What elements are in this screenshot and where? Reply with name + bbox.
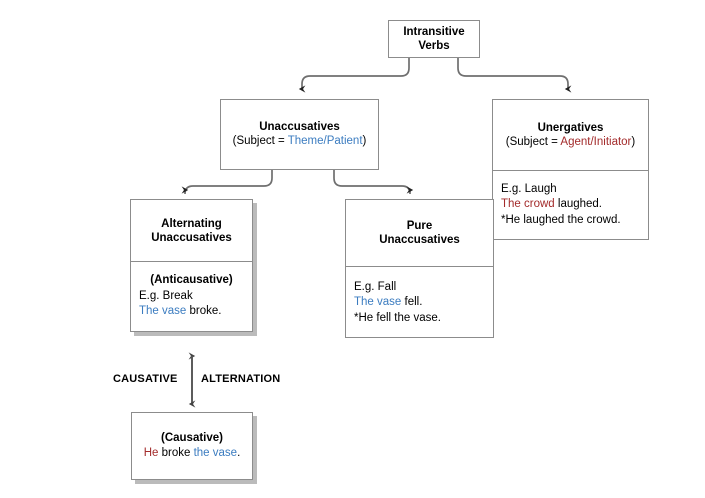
unergatives-title: Unergatives: [537, 121, 604, 134]
unergatives-bad-sentence: *He laughed the crowd.: [501, 213, 621, 226]
unergatives-subject: (Subject = Agent/Initiator): [506, 135, 635, 150]
causative-subject: He: [143, 447, 159, 459]
node-unaccusatives[interactable]: Unaccusatives (Subject = Theme/Patient): [220, 99, 379, 170]
causative-tag: (Causative): [161, 431, 223, 444]
unergatives-good-sentence: The crowd laughed.: [501, 197, 602, 213]
alternating-unaccusatives-example-label: E.g. Break: [139, 289, 193, 302]
node-unergatives[interactable]: Unergatives (Subject = Agent/Initiator) …: [492, 99, 649, 240]
unergatives-good-subject: The crowd: [501, 198, 555, 211]
unaccusatives-subject: (Subject = Theme/Patient): [233, 134, 367, 149]
alternation-label-right: ALTERNATION: [201, 373, 281, 385]
alternating-unaccusatives-line1: Alternating: [161, 217, 222, 230]
node-causative[interactable]: (Causative) He broke the vase.: [131, 412, 253, 480]
pure-unaccusatives-good-subject: The vase: [354, 296, 402, 309]
pure-unaccusatives-line1: Pure: [406, 220, 433, 232]
unergatives-subject-suffix: ): [631, 135, 636, 148]
alternating-unaccusatives-good-sentence: The vase broke.: [139, 304, 221, 320]
unaccusatives-title: Unaccusatives: [259, 121, 340, 133]
link-intransitive-to-unergatives: [457, 57, 572, 93]
node-intransitive-verbs[interactable]: Intransitive Verbs: [388, 20, 480, 58]
link-unaccusatives-to-pure: [333, 170, 414, 195]
pure-unaccusatives-good-rest: fell.: [401, 296, 423, 309]
unergatives-good-rest: laughed.: [554, 198, 603, 211]
unaccusatives-subject-prefix: (Subject =: [232, 135, 288, 147]
unaccusatives-subject-role: Theme/Patient: [287, 135, 363, 147]
alternating-unaccusatives-good-rest: broke.: [186, 305, 222, 318]
link-unaccusatives-to-alternating: [181, 170, 273, 195]
unergatives-subject-prefix: (Subject =: [505, 135, 561, 148]
alternating-unaccusatives-good-subject: The vase: [139, 305, 187, 318]
node-pure-unaccusatives[interactable]: Pure Unaccusatives E.g. Fall The vase fe…: [345, 199, 494, 338]
pure-unaccusatives-example-label: E.g. Fall: [354, 280, 397, 293]
pure-unaccusatives-bad-sentence: *He fell the vase.: [354, 311, 441, 324]
node-alternating-unaccusatives[interactable]: Alternating Unaccusatives (Anticausative…: [130, 199, 253, 332]
causative-object: the vase: [193, 447, 238, 459]
alternating-unaccusatives-tag: (Anticausative): [150, 274, 233, 287]
intransitive-verbs-line2: Verbs: [418, 40, 450, 52]
causative-sentence: He broke the vase.: [144, 446, 241, 462]
causative-period: .: [237, 447, 241, 459]
intransitive-verbs-line1: Intransitive: [403, 26, 465, 38]
causative-verb: broke: [158, 447, 194, 459]
alternation-label-left: CAUSATIVE: [113, 373, 178, 385]
link-intransitive-to-unaccusatives: [298, 57, 410, 93]
alternating-unaccusatives-line2: Unaccusatives: [151, 231, 232, 244]
unergatives-subject-role: Agent/Initiator: [560, 135, 632, 148]
unergatives-example-label: E.g. Laugh: [501, 182, 557, 195]
pure-unaccusatives-good-sentence: The vase fell.: [354, 295, 422, 311]
pure-unaccusatives-line2: Unaccusatives: [379, 234, 460, 246]
unaccusatives-subject-suffix: ): [362, 135, 367, 147]
